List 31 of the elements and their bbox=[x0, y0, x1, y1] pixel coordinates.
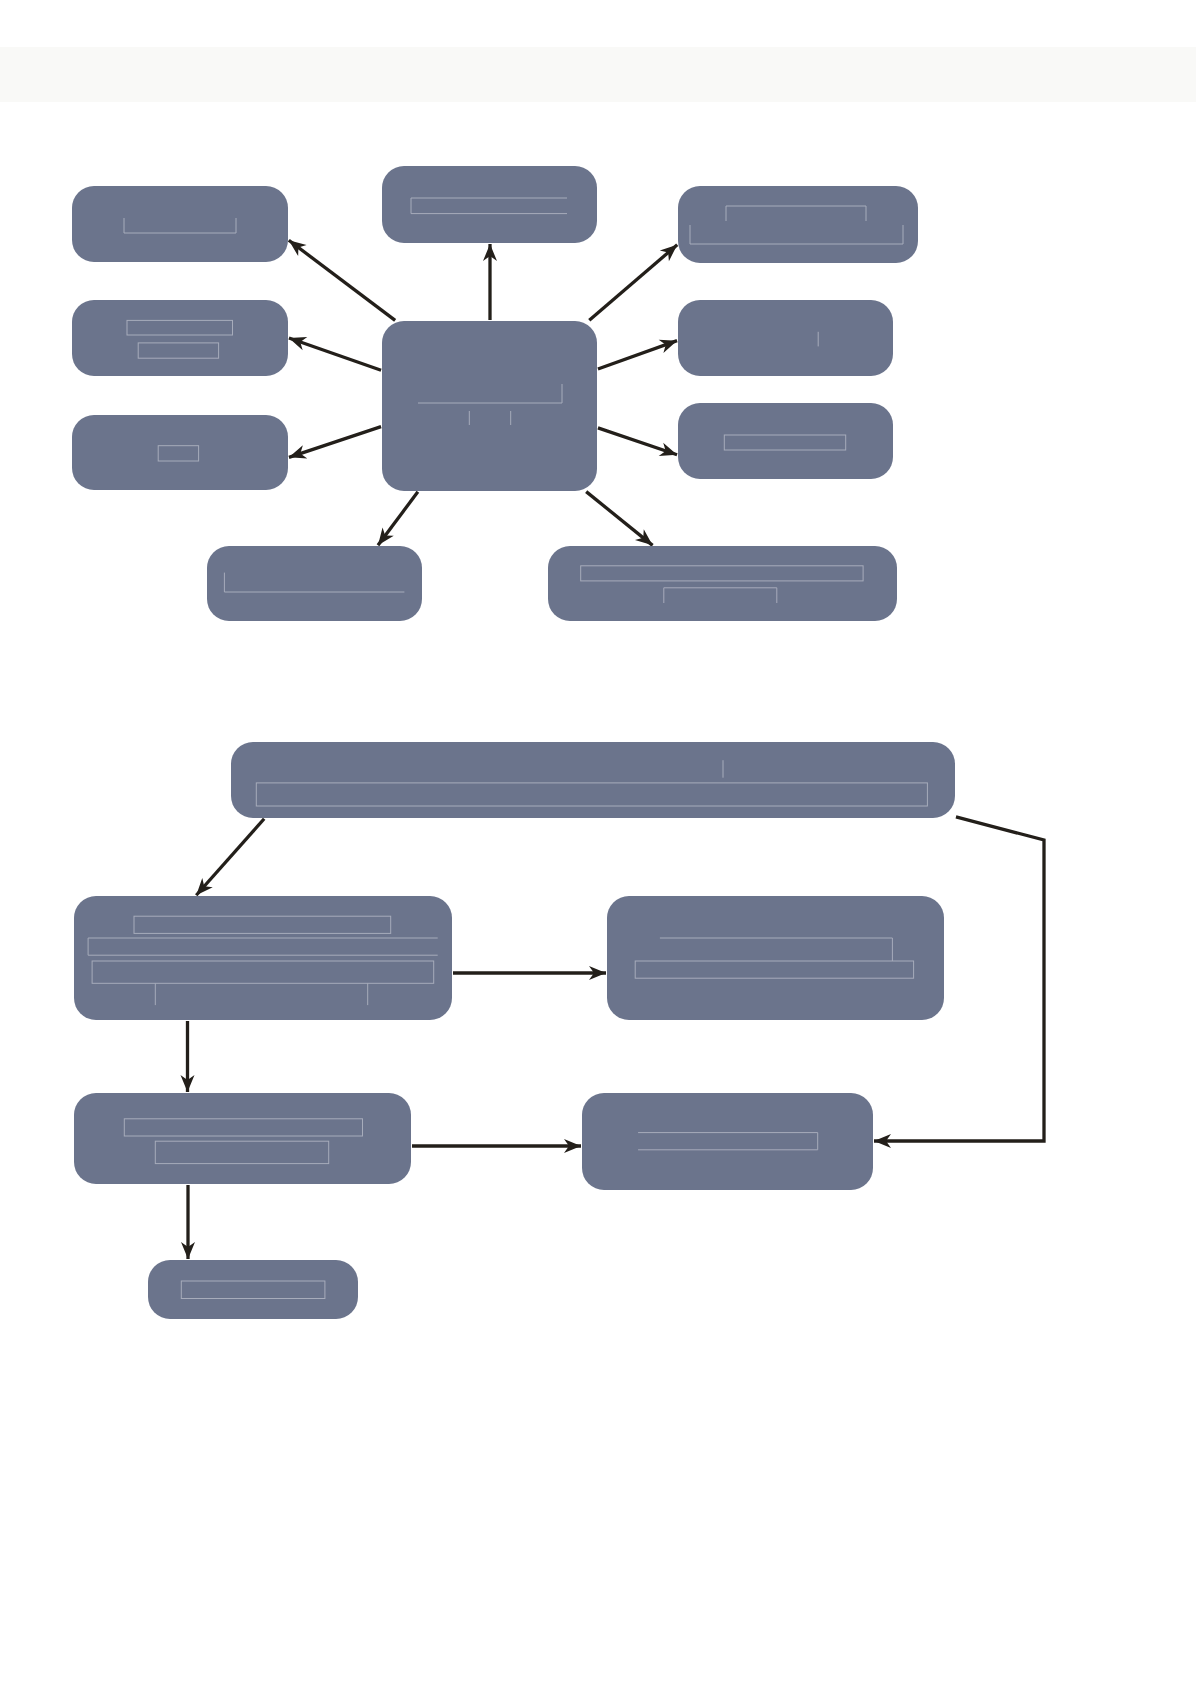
arrow bbox=[597, 426, 678, 457]
rounded-box bbox=[678, 403, 893, 479]
arrow bbox=[585, 490, 654, 547]
arrow bbox=[376, 490, 420, 547]
arrow bbox=[288, 425, 382, 459]
rounded-box bbox=[74, 896, 452, 1020]
rounded-box bbox=[382, 321, 597, 491]
arrow bbox=[588, 243, 679, 322]
rounded-box bbox=[207, 546, 422, 621]
rounded-box bbox=[678, 186, 918, 263]
rounded-box bbox=[148, 1260, 358, 1319]
rounded-box bbox=[72, 415, 288, 490]
arrow bbox=[287, 238, 397, 322]
arrow bbox=[453, 966, 606, 980]
arrow bbox=[483, 244, 497, 320]
arrow bbox=[195, 817, 266, 897]
rounded-box bbox=[582, 1093, 873, 1190]
arrow bbox=[180, 1021, 195, 1092]
rounded-box bbox=[72, 186, 288, 262]
rounded-box bbox=[607, 896, 944, 1020]
arrow bbox=[597, 339, 678, 371]
rounded-box bbox=[382, 166, 597, 243]
arrow bbox=[412, 1139, 581, 1153]
arrow bbox=[288, 336, 382, 372]
rounded-box bbox=[678, 300, 893, 376]
arrow bbox=[181, 1185, 195, 1259]
rounded-box bbox=[548, 546, 897, 621]
rounded-box bbox=[231, 742, 955, 818]
arrow bbox=[874, 815, 1046, 1148]
rounded-box bbox=[72, 300, 288, 376]
rounded-box bbox=[74, 1093, 411, 1184]
